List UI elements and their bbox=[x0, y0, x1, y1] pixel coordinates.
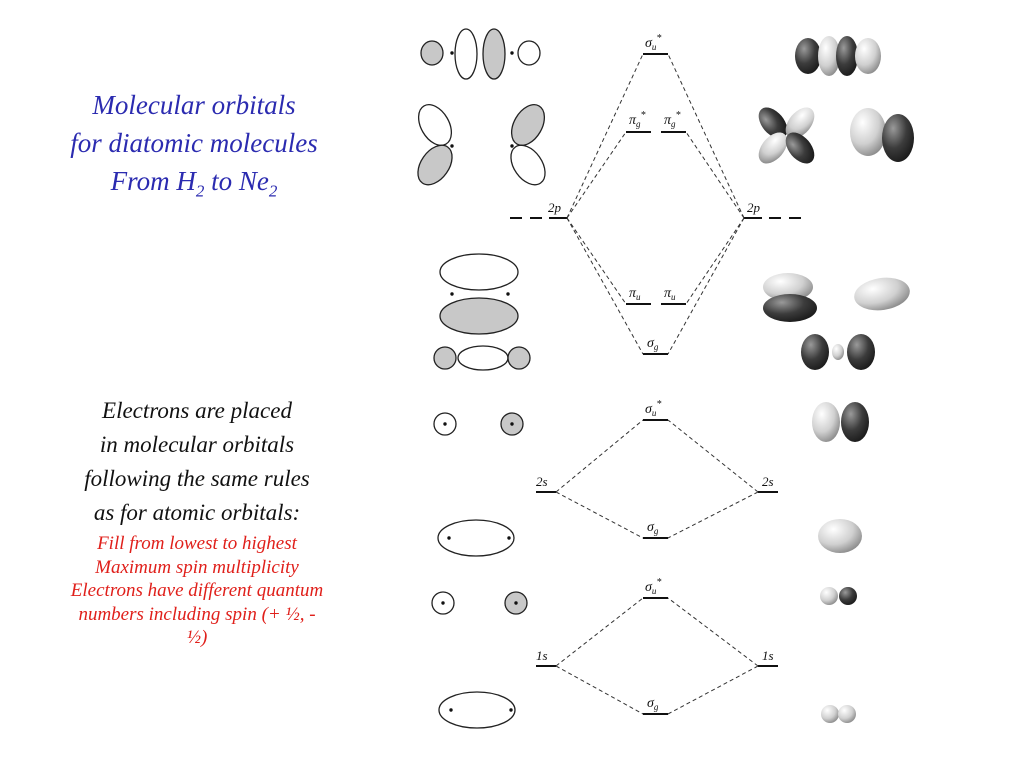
body-line-3: following the same rules bbox=[84, 466, 310, 491]
sigma-g-2p-3d bbox=[801, 334, 875, 370]
title-line-3: From H2 to Ne2 bbox=[110, 166, 278, 201]
body-line-4: as for atomic orbitals: bbox=[93, 500, 301, 525]
label-pi-u-2: πu bbox=[664, 286, 676, 302]
sigma-u-star-2p-3d bbox=[795, 36, 881, 76]
label-2p-left: 2p bbox=[548, 200, 562, 215]
title-line-1: Molecular orbitals bbox=[92, 90, 296, 120]
label-1s-right: 1s bbox=[762, 648, 774, 663]
page-title: Molecular orbitals for diatomic molecule… bbox=[14, 86, 374, 210]
body-text: Electrons are placed in molecular orbita… bbox=[14, 394, 380, 530]
energy-levels bbox=[510, 53, 801, 715]
label-pi-u-1: πu bbox=[629, 286, 641, 302]
rule-line-2: Maximum spin multiplicity bbox=[95, 556, 299, 578]
sigma-g-2s-3d bbox=[818, 519, 862, 553]
sigma-g-1s-lobe bbox=[438, 691, 516, 729]
pi-u-lobes bbox=[439, 253, 519, 335]
sigma-u-star-2s-lobes bbox=[433, 412, 524, 436]
title-line-2: for diatomic molecules bbox=[70, 128, 318, 158]
label-2p-right: 2p bbox=[747, 200, 761, 215]
pi-g-star-lobes bbox=[417, 104, 546, 186]
pi-u-3d bbox=[763, 273, 910, 322]
correlation-lines bbox=[555, 53, 759, 715]
sigma-u-star-1s-3d bbox=[820, 587, 857, 605]
sigma-g-2s-lobe bbox=[437, 519, 515, 557]
sigma-u-star-1s-lobes bbox=[431, 591, 528, 615]
label-1s-left: 1s bbox=[536, 648, 548, 663]
label-sigma-g-1s: σg bbox=[647, 696, 659, 712]
label-pi-g-star-2: πg* bbox=[664, 110, 681, 129]
rule-line-5: ½) bbox=[186, 627, 208, 648]
label-2s-right: 2s bbox=[762, 474, 774, 489]
nuclei-dots bbox=[441, 51, 518, 712]
pi-g-star-clover-3d bbox=[758, 107, 815, 164]
sigma-g-2p-lobes bbox=[433, 345, 531, 371]
label-sigma-g-2p: σg bbox=[647, 336, 659, 352]
label-2s-left: 2s bbox=[536, 474, 548, 489]
sigma-g-1s-3d bbox=[821, 705, 856, 723]
label-sigma-u-star-2s: σu* bbox=[645, 399, 661, 418]
mo-labels: σu* πg* πg* 2p 2p πu πu σg σu* 2s 2s σg … bbox=[536, 33, 774, 712]
label-sigma-u-star-1s: σu* bbox=[645, 577, 661, 596]
sigma-u-star-2p-lobes bbox=[420, 28, 541, 80]
rule-line-4: numbers including spin (+ ½, - bbox=[78, 603, 316, 625]
pi-g-star-side-3d bbox=[850, 108, 914, 162]
rule-line-3: Electrons have different quantum bbox=[70, 580, 324, 601]
body-line-2: in molecular orbitals bbox=[99, 432, 295, 457]
label-sigma-g-2s: σg bbox=[647, 520, 659, 536]
label-sigma-u-star-2p: σu* bbox=[645, 33, 661, 52]
rule-line-1: Fill from lowest to highest bbox=[97, 533, 297, 554]
body-line-1: Electrons are placed bbox=[102, 398, 292, 423]
label-pi-g-star-1: πg* bbox=[629, 110, 646, 129]
sigma-u-star-2s-3d bbox=[812, 402, 869, 442]
filling-rules: Fill from lowest to highest Maximum spin… bbox=[14, 532, 380, 650]
